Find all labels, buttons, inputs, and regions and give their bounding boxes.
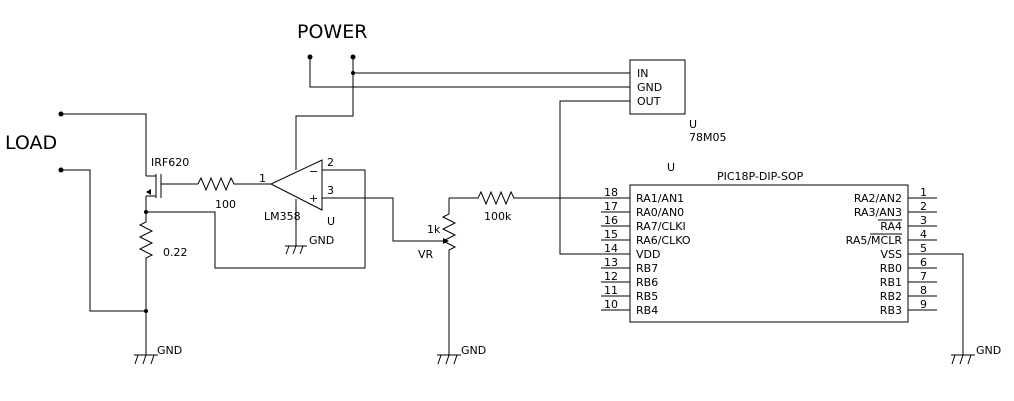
load-terminals xyxy=(58,111,147,312)
pin-name: RA3/AN3 xyxy=(854,206,902,219)
mcu-right-pins: 1 RA2/AN2 2 RA3/AN3 3 RA4 4 RA5/MCLR 5 V… xyxy=(846,186,937,317)
pin-name: RA1/AN1 xyxy=(636,192,684,205)
reg-pin-out: OUT xyxy=(637,95,661,108)
power-label: POWER xyxy=(297,21,367,43)
load-label: LOAD xyxy=(5,132,57,154)
vdd-wire xyxy=(559,100,630,255)
vss-wire xyxy=(937,253,964,355)
opamp-minus: − xyxy=(309,165,318,178)
pin-name: RB3 xyxy=(880,304,902,317)
pin-name: RA0/AN0 xyxy=(636,206,684,219)
pin-num: 12 xyxy=(604,270,618,283)
pin-num: 4 xyxy=(920,228,927,241)
pin-num: 18 xyxy=(604,186,618,199)
pin-num: 7 xyxy=(920,270,927,283)
ground-symbol-pot: GND xyxy=(437,344,486,365)
gate-resistor: 100 xyxy=(197,176,262,211)
ground-symbol-right: GND xyxy=(951,344,1001,365)
wiper-wire xyxy=(333,197,438,242)
reg-pin-in: IN xyxy=(637,67,648,80)
opamp-name: LM358 xyxy=(264,210,301,223)
pot-name: VR xyxy=(418,248,434,261)
pin-num: 2 xyxy=(920,200,927,213)
pin-name: RB2 xyxy=(880,290,902,303)
pin-name: RB6 xyxy=(636,276,658,289)
pot-value: 1k xyxy=(427,223,441,236)
pin-name: RA5/MCLR xyxy=(846,234,903,247)
ground-symbol-opamp: GND xyxy=(285,234,334,255)
pin-name: RB7 xyxy=(636,262,658,275)
pin-num: 15 xyxy=(604,228,618,241)
pin-name: VDD xyxy=(636,248,660,261)
pin-name: RA6/CLKO xyxy=(636,234,691,247)
opamp-pin3: 3 xyxy=(327,184,334,197)
sense-resistor: 0.22 xyxy=(138,212,188,311)
pin-num: 8 xyxy=(920,284,927,297)
pin-num: 3 xyxy=(920,214,927,227)
pin-name: RA4 xyxy=(880,220,902,233)
pin-name: RB5 xyxy=(636,290,658,303)
opamp-plus: + xyxy=(309,192,318,205)
pin-num: 13 xyxy=(604,256,618,269)
pin-num: 5 xyxy=(920,242,927,255)
pin-name: RA2/AN2 xyxy=(854,192,902,205)
mcu-ref: U xyxy=(667,161,675,174)
opamp-gnd-label: GND xyxy=(309,234,334,247)
gnd-label-pot: GND xyxy=(461,344,486,357)
pin-num: 1 xyxy=(920,186,927,199)
regulator-78m05: IN GND OUT U 78M05 xyxy=(629,59,727,144)
mcu-pic18p: U PIC18P-DIP-SOP 18 RA1/AN1 17 RA0/AN0 1… xyxy=(601,161,937,323)
pin-num: 17 xyxy=(604,200,618,213)
pin-num: 10 xyxy=(604,298,618,311)
pin-num: 14 xyxy=(604,242,618,255)
mosfet-irf620: IRF620 xyxy=(146,156,198,198)
pin-name: RB4 xyxy=(636,304,658,317)
gnd-label-right: GND xyxy=(976,344,1001,357)
pin-num: 11 xyxy=(604,284,618,297)
pin-num: 16 xyxy=(604,214,618,227)
regulator-ref: U xyxy=(689,118,697,131)
mosfet-label: IRF620 xyxy=(151,156,189,169)
pin-num: 6 xyxy=(920,256,927,269)
gnd-label-left: GND xyxy=(157,344,182,357)
gate-resistor-value: 100 xyxy=(215,198,236,211)
pin-name: RB0 xyxy=(880,262,902,275)
sense-resistor-value: 0.22 xyxy=(163,246,188,259)
potentiometer-vr: 1k VR xyxy=(418,198,457,355)
pin-name: VSS xyxy=(881,248,903,261)
pin-name: RA7/CLKI xyxy=(636,220,686,233)
opamp-lm358: − + 1 2 3 LM358 U xyxy=(259,156,335,246)
power-terminals xyxy=(295,54,630,170)
opamp-pin1: 1 xyxy=(259,172,266,185)
opamp-ref: U xyxy=(327,215,335,228)
feedback-wire xyxy=(146,169,366,269)
opamp-pin2: 2 xyxy=(327,156,334,169)
mcu-name: PIC18P-DIP-SOP xyxy=(717,170,804,183)
series-resistor-value: 100k xyxy=(484,210,512,223)
ground-symbol-left: GND xyxy=(134,344,182,365)
regulator-name: 78M05 xyxy=(689,131,727,144)
reg-pin-gnd: GND xyxy=(637,81,662,94)
pin-name: RB1 xyxy=(880,276,902,289)
mcu-left-pins: 18 RA1/AN1 17 RA0/AN0 16 RA7/CLKI 15 RA6… xyxy=(601,186,691,317)
pin-num: 9 xyxy=(920,298,927,311)
series-resistor: 100k xyxy=(449,190,630,223)
